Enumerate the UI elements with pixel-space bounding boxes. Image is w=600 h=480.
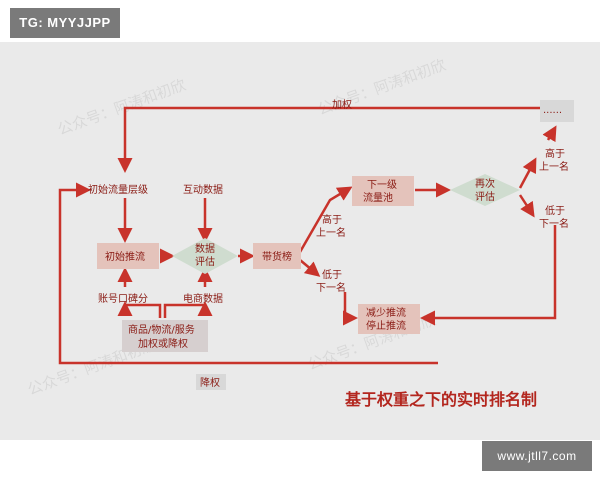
edge-higher1-b: 上一名 xyxy=(316,226,346,239)
node-goods-2: 加权或降权 xyxy=(138,337,188,350)
goods-to-ecom-line xyxy=(163,301,213,318)
goods-to-score-line xyxy=(117,301,162,318)
header-badge: TG: MYYJJPP xyxy=(10,8,120,38)
node-next-pool-box xyxy=(352,176,414,206)
node-reduce-1: 减少推流 xyxy=(366,306,406,319)
node-sales-rank-box xyxy=(253,243,301,269)
node-sales-rank: 带货榜 xyxy=(262,250,292,263)
node-dots: ...... xyxy=(543,105,562,116)
edge-lower2-a: 低于 xyxy=(545,204,565,217)
node-ecom-data: 电商数据 xyxy=(183,292,223,305)
edge-higher1-a: 高于 xyxy=(322,213,342,226)
lower2-to-reduce-line xyxy=(420,225,557,326)
edge-demote-label: 降权 xyxy=(200,376,220,389)
edge-lower1-a: 低于 xyxy=(322,268,342,281)
node-data-eval-1: 数据 xyxy=(195,242,215,255)
loop-boost-line xyxy=(117,106,557,173)
edge-higher2-a: 高于 xyxy=(545,147,565,160)
node-reduce-2: 停止推流 xyxy=(366,319,406,332)
edge-demote-box xyxy=(196,374,226,390)
reeval-to-lower2-line xyxy=(518,194,535,218)
higher2-to-dots-line xyxy=(542,125,557,143)
node-init-push: 初始推流 xyxy=(105,250,145,263)
node-next-pool-2: 流量池 xyxy=(363,191,393,204)
diagram-title: 基于权重之下的实时排名制 xyxy=(344,390,537,409)
node-re-eval-2: 评估 xyxy=(475,190,495,203)
edge-boost-label: 加权 xyxy=(332,98,352,111)
loop-demote-line xyxy=(58,182,438,365)
node-account-score: 账号口碑分 xyxy=(98,292,148,305)
node-reduce-box xyxy=(358,304,420,334)
footer-badge: www.jtll7.com xyxy=(482,441,592,471)
node-init-push-box xyxy=(97,243,159,269)
lower1-to-reduce-line xyxy=(343,292,358,326)
node-interaction: 互动数据 xyxy=(183,183,223,196)
rank-to-lower-line xyxy=(299,259,321,277)
node-data-eval-diamond xyxy=(172,238,238,274)
node-re-eval-1: 再次 xyxy=(475,177,495,190)
edge-lower1-b: 下一名 xyxy=(316,281,346,294)
node-goods-box xyxy=(122,320,208,352)
node-init-level: 初始流量层级 xyxy=(88,183,148,196)
rank-to-higher-line xyxy=(298,186,353,253)
edge-lower2-b: 下一名 xyxy=(539,217,569,230)
node-re-eval-diamond xyxy=(450,174,520,206)
edge-higher2-b: 上一名 xyxy=(539,160,569,173)
node-next-pool-1: 下一级 xyxy=(367,179,397,191)
node-data-eval-2: 评估 xyxy=(195,255,215,268)
node-goods-1: 商品/物流/服务 xyxy=(128,323,195,336)
reeval-to-higher2-line xyxy=(518,157,537,189)
node-dots-box xyxy=(540,100,574,122)
